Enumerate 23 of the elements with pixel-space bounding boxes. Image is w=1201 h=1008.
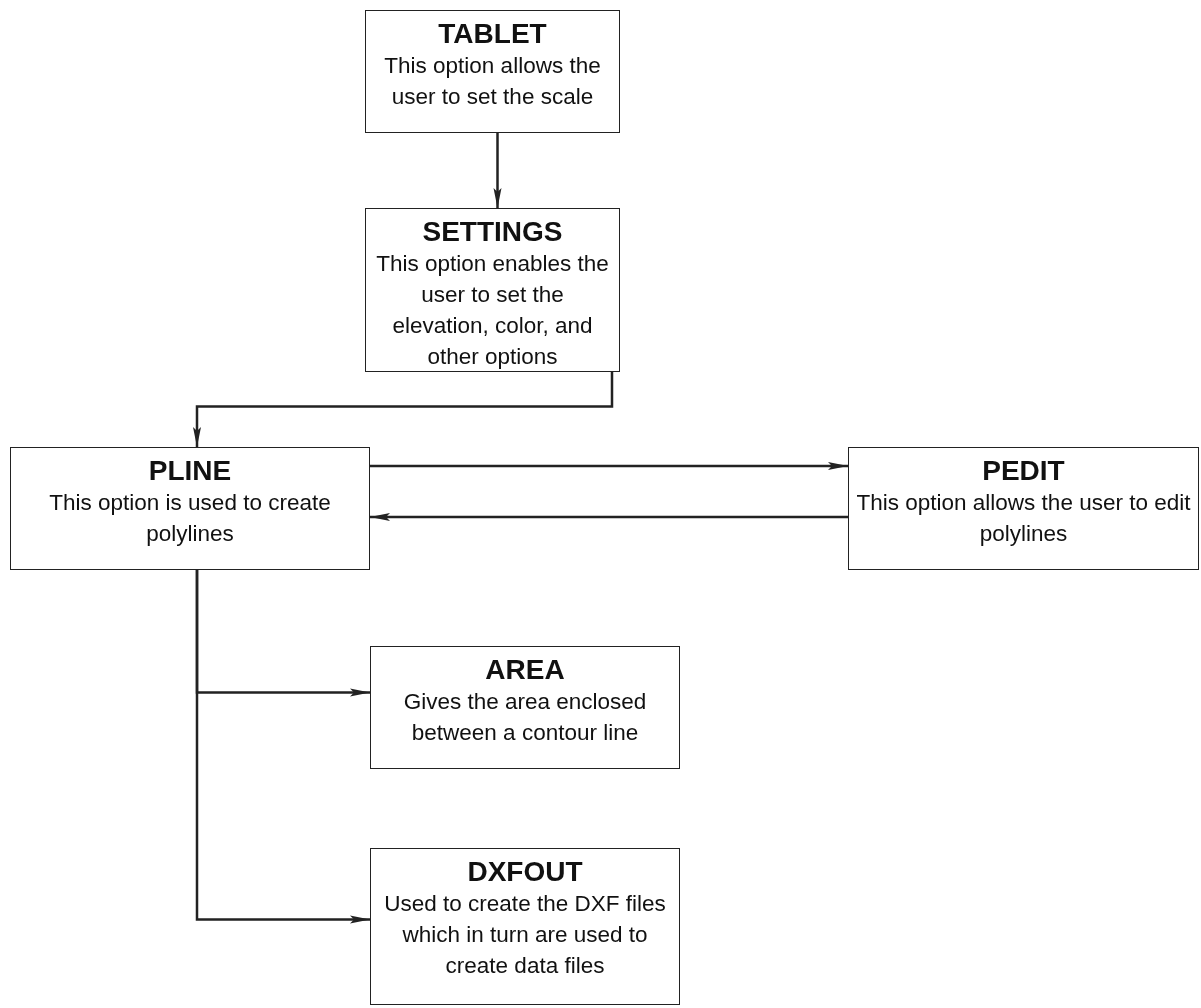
box-title: AREA: [485, 653, 565, 686]
process-box: [10, 447, 370, 570]
box-title: TABLET: [438, 17, 547, 50]
box-description: This option allows the user to set the scale: [383, 52, 602, 111]
box-title: SETTINGS: [422, 215, 563, 248]
box-description: This option enables the user to set the elevation, color, and other options: [375, 250, 610, 371]
process-box: [365, 10, 620, 133]
arrow: [370, 462, 848, 470]
process-box: [365, 208, 620, 372]
process-box: [848, 447, 1199, 570]
box-description: Used to create the DXF files which in turn are used to create data files: [383, 890, 667, 980]
box-description: Gives the area enclosed between a contour line: [402, 688, 648, 747]
box-description: This option allows the user to edit polylines: [855, 489, 1192, 548]
arrow: [193, 372, 614, 447]
box-title: PLINE: [148, 454, 232, 487]
arrow: [370, 513, 848, 521]
process-box: [370, 848, 680, 1005]
process-box: [370, 646, 680, 769]
box-description: This option is used to create polylines: [48, 489, 332, 548]
arrow: [493, 133, 502, 208]
box-title: PEDIT: [982, 454, 1065, 487]
arrow: [195, 570, 370, 924]
box-title: DXFOUT: [467, 855, 583, 888]
